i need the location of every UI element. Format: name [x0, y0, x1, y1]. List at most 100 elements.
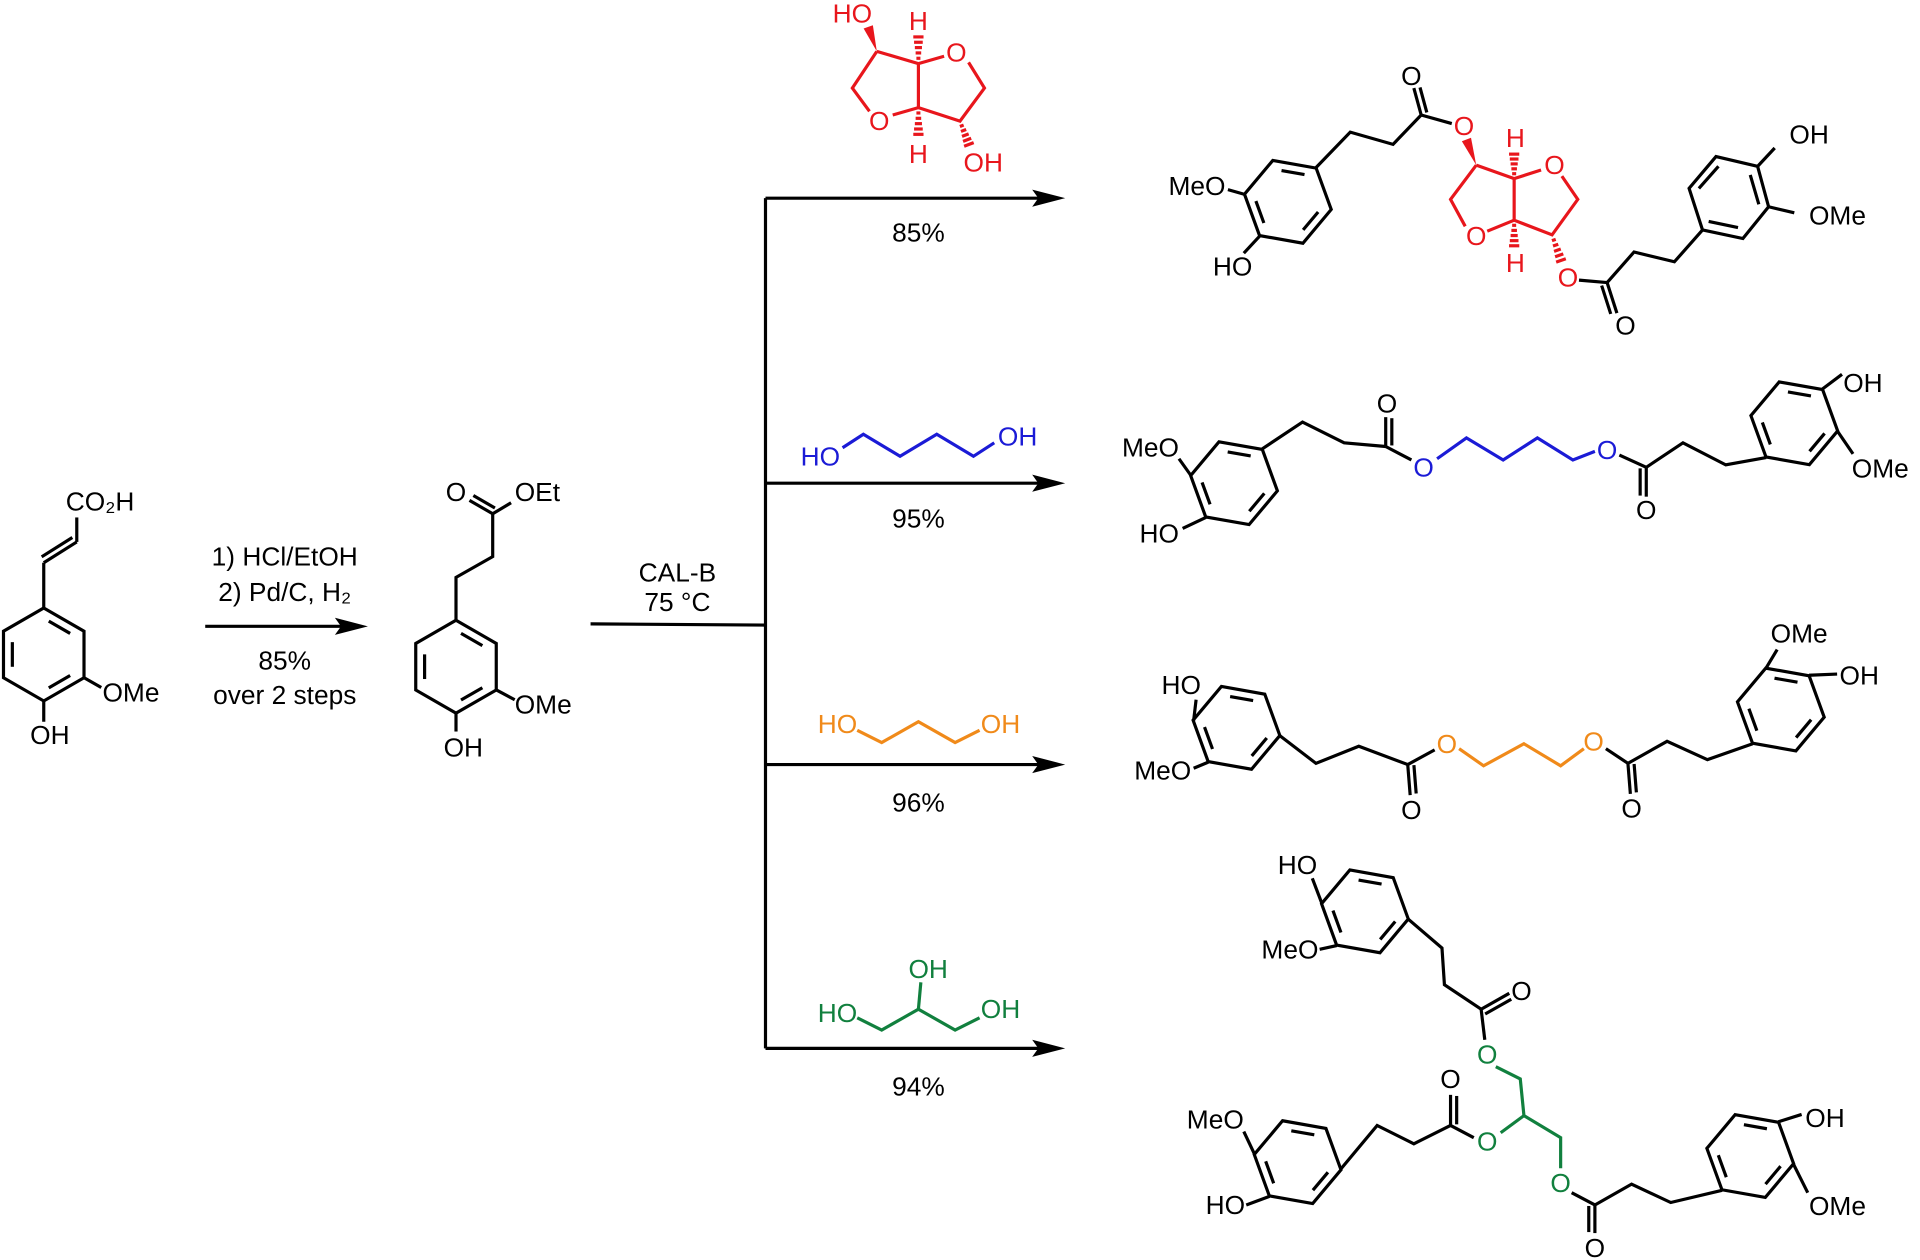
atom-label: MeO — [1122, 433, 1179, 463]
aromatic-double-bond — [1697, 165, 1720, 190]
bond — [1835, 429, 1855, 455]
condition-text: over 2 steps — [213, 680, 356, 710]
atom-label: O — [1437, 729, 1457, 759]
atom-label: O — [1511, 976, 1531, 1006]
bond — [1821, 373, 1843, 391]
aromatic-double-bond — [460, 686, 484, 702]
atom-label: HO — [801, 441, 840, 471]
double-bond — [468, 498, 494, 516]
bond — [1475, 163, 1515, 181]
double-bond — [1412, 87, 1423, 116]
atom-label: OMe — [1809, 1191, 1866, 1221]
condition-text: 2) Pd/C, H₂ — [218, 577, 351, 607]
atom-label: HO — [1206, 1190, 1245, 1220]
bond — [1261, 420, 1386, 451]
atom-label: MeO — [1187, 1104, 1244, 1134]
aromatic-double-bond — [1291, 1129, 1315, 1137]
bond — [1486, 218, 1515, 233]
bond — [1495, 1065, 1563, 1169]
atom-label: O — [1477, 1126, 1497, 1156]
atom-label: CO₂H — [66, 487, 135, 517]
atom-label: HO — [1162, 670, 1201, 700]
atom-label: OMe — [102, 677, 159, 707]
bond — [1181, 516, 1207, 530]
aromatic-double-bond — [1760, 421, 1772, 445]
arrowhead — [1032, 1039, 1066, 1057]
atom-label: OH — [998, 422, 1037, 452]
atom-label: O — [1550, 1168, 1570, 1198]
bond — [495, 688, 516, 702]
bond — [1242, 235, 1261, 255]
bond — [916, 982, 923, 1010]
aromatic-double-bond — [1716, 1154, 1728, 1178]
hash-bond — [1555, 257, 1567, 264]
hash-bond — [1554, 252, 1564, 259]
atom-label: O — [1583, 726, 1603, 756]
atom-label: OMe — [1852, 454, 1909, 484]
bond — [1406, 748, 1436, 766]
atom-label: OH — [1840, 660, 1879, 690]
yield-text: 85% — [892, 217, 945, 247]
atom-label: HO — [833, 0, 872, 28]
yield-text: 96% — [892, 787, 945, 817]
aromatic-double-bond — [1764, 1165, 1782, 1186]
aromatic-double-bond — [1264, 1160, 1276, 1184]
bond — [1513, 168, 1542, 181]
bond — [1449, 1124, 1475, 1140]
wedge-bond — [863, 25, 877, 52]
atom-label: OH — [444, 732, 483, 762]
aromatic-double-bond — [47, 619, 71, 635]
aromatic-double-bond — [1794, 718, 1813, 739]
atom-label: O — [869, 106, 889, 136]
aromatic-double-bond — [1281, 168, 1305, 177]
aromatic-double-bond — [1378, 920, 1397, 941]
bond — [1479, 1009, 1487, 1040]
bond — [856, 1007, 981, 1032]
bond — [1242, 1130, 1257, 1156]
bond — [1627, 739, 1754, 765]
atom-label: HO — [1140, 518, 1179, 548]
benzene-ring — [1749, 380, 1840, 467]
arrowhead — [334, 617, 368, 635]
aromatic-double-bond — [1200, 481, 1212, 505]
bond — [1448, 164, 1478, 228]
bond — [1227, 188, 1246, 197]
bond — [856, 719, 981, 745]
bond — [1310, 877, 1324, 905]
atom-label: OH — [30, 720, 69, 750]
bond — [1278, 733, 1409, 767]
atom-label: OMe — [1771, 619, 1828, 649]
yield-text: 94% — [892, 1071, 945, 1101]
aromatic-double-bond — [1747, 708, 1759, 732]
atom-label: O — [1585, 1233, 1605, 1260]
aromatic-double-bond — [1331, 910, 1343, 934]
hash-bond — [963, 141, 975, 148]
bond — [1245, 1194, 1271, 1207]
double-bond — [1418, 87, 1429, 113]
aromatic-double-bond — [1774, 676, 1798, 684]
bond — [1499, 1114, 1525, 1135]
arrowhead — [1032, 756, 1066, 774]
bond — [1193, 760, 1209, 770]
atom-label: O — [946, 38, 966, 68]
bond — [1645, 440, 1767, 469]
atom-label: O — [1401, 61, 1421, 91]
aromatic-double-bond — [1248, 492, 1266, 513]
bond — [1406, 917, 1483, 1011]
atom-label: HO — [818, 998, 857, 1028]
atom-label: HO — [1278, 850, 1317, 880]
double-bond — [1480, 991, 1511, 1011]
bond — [1808, 672, 1838, 677]
bond — [1618, 453, 1647, 469]
aromatic-double-bond — [1229, 694, 1254, 703]
double-bond — [1412, 765, 1418, 794]
atom-label: OH — [981, 709, 1020, 739]
yield-text: 85% — [258, 646, 311, 676]
bond — [1578, 278, 1608, 285]
aromatic-double-bond — [1254, 200, 1266, 224]
double-bond — [42, 540, 78, 565]
